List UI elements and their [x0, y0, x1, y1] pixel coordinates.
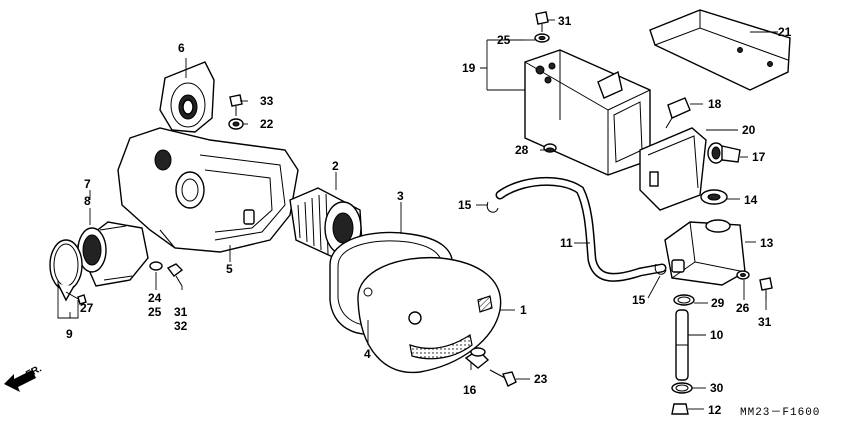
callout-label: 31 — [558, 14, 572, 28]
collar — [464, 347, 490, 369]
callout-label: 32 — [174, 319, 188, 333]
callout-label: 16 — [463, 383, 477, 397]
callout-label: 24 — [148, 291, 162, 305]
callout-label: 26 — [736, 301, 750, 315]
housing-washer — [149, 261, 163, 271]
figure-code: MM23－F1600 — [740, 407, 820, 419]
callout-label: 10 — [710, 328, 724, 342]
front-label: FR. — [24, 363, 44, 380]
clip — [665, 97, 691, 129]
callout-label: 31 — [758, 315, 772, 329]
breather-tube — [495, 176, 667, 282]
callout-label: 18 — [708, 97, 722, 111]
air-cleaner-element — [289, 187, 363, 259]
clamp-band — [49, 239, 83, 302]
tank-bolt — [759, 277, 773, 300]
callout-label: 28 — [515, 143, 529, 157]
callout-label: 9 — [66, 327, 73, 341]
callout-label: 2 — [332, 159, 339, 173]
callout-label: 17 — [752, 150, 766, 164]
callout-label: 7 — [84, 177, 91, 191]
tube-clamp-lower — [671, 382, 693, 394]
drain-cap — [707, 142, 741, 164]
tube-clip-lower — [654, 263, 667, 275]
resonator-case — [524, 49, 651, 176]
cover-screw — [489, 369, 517, 387]
intake-rubber — [159, 61, 215, 133]
front-direction-arrow: FR. — [4, 363, 44, 392]
callout-labels: 1 2 3 4 5 6 7 8 9 10 11 12 13 14 15 15 1… — [66, 14, 792, 417]
callout-label: 27 — [80, 301, 94, 315]
callout-label: 30 — [710, 381, 724, 395]
housing-bolt — [166, 263, 184, 287]
callout-label: 14 — [744, 193, 758, 207]
drain-tube — [675, 309, 689, 381]
callout-label: 11 — [560, 236, 573, 250]
callout-label: 6 — [178, 41, 185, 55]
case-bolt — [535, 11, 549, 32]
intake-bolt — [229, 94, 243, 116]
connecting-tube — [77, 221, 149, 287]
callout-label: 29 — [711, 296, 725, 310]
callout-label: 4 — [364, 347, 371, 361]
callout-label: 22 — [260, 117, 274, 131]
clamp-screw — [65, 291, 87, 305]
reservoir-tank — [664, 219, 746, 286]
callout-label: 33 — [260, 94, 274, 108]
leader-lines — [57, 19, 778, 410]
tank-washer — [736, 270, 750, 280]
callout-label: 12 — [708, 403, 722, 417]
callout-label: 20 — [742, 123, 756, 137]
tank-grommet — [700, 189, 728, 205]
callout-label: 21 — [778, 25, 792, 39]
case-washer — [534, 33, 550, 43]
callout-label: 15 — [632, 293, 646, 307]
callout-label: 3 — [397, 189, 404, 203]
bracket-cover — [639, 127, 707, 211]
callout-label: 25 — [148, 305, 162, 319]
callout-label: 15 — [458, 198, 472, 212]
air-cleaner-cover — [357, 256, 502, 374]
intake-washer — [228, 118, 244, 130]
callout-label: 31 — [174, 305, 188, 319]
drain-plug — [671, 403, 689, 415]
tube-clip-upper — [486, 201, 499, 213]
callout-label: 19 — [462, 61, 476, 75]
grommet — [543, 143, 557, 153]
cover-plate — [649, 9, 791, 91]
air-cleaner-housing — [117, 127, 299, 253]
callout-label: 23 — [534, 372, 548, 386]
callout-label: 1 — [520, 303, 527, 317]
callout-label: 8 — [84, 194, 91, 208]
callout-label: 13 — [760, 236, 774, 250]
tube-clamp-upper — [673, 294, 695, 306]
callout-label: 5 — [226, 262, 233, 276]
callout-label: 25 — [497, 33, 511, 47]
